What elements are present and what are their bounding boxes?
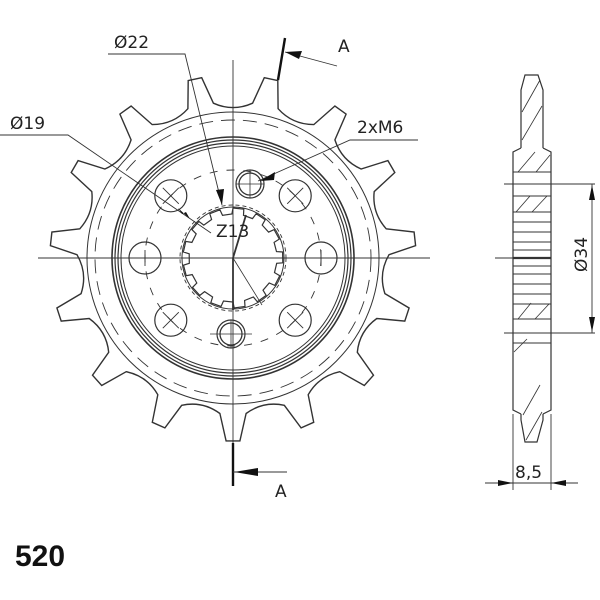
- hub-ring-2: [114, 139, 352, 377]
- spline-outer-dash: [179, 204, 287, 312]
- arrow-d19: [178, 208, 190, 219]
- side-section-view: [485, 74, 595, 490]
- section-arrow-top-head: [285, 51, 302, 59]
- m6-label: 2xM6: [357, 118, 403, 138]
- d22-label: Ø22: [114, 33, 149, 53]
- leader-d22: [108, 53, 223, 206]
- gear-outline: [49, 76, 417, 442]
- pitch-dash-circle: [94, 119, 372, 397]
- section-arrow-bottom-head: [234, 468, 258, 476]
- section-label-top: A: [338, 37, 350, 57]
- thickness-label: 8,5: [515, 463, 542, 483]
- thk-arrow-left: [498, 480, 513, 486]
- hub-ring-inner: [120, 145, 346, 371]
- section-label-bottom: A: [275, 482, 287, 502]
- hub-ring-3: [117, 142, 349, 374]
- d34-arrow-bottom: [589, 317, 595, 332]
- leader-m6: [257, 139, 418, 182]
- chain-pitch-label: 520: [15, 540, 66, 573]
- side-tooth-bottom: [520, 414, 544, 443]
- side-tooth-top: [520, 74, 544, 148]
- d34-arrow-top: [589, 185, 595, 200]
- d34-label: Ø34: [572, 237, 592, 272]
- lightening-holes: [128, 179, 338, 337]
- thk-arrow-right: [551, 480, 566, 486]
- d19-label: Ø19: [10, 114, 45, 134]
- spline-teeth-label: Z13: [216, 222, 249, 242]
- leader-d19: [0, 134, 212, 234]
- section-line-top: [276, 37, 287, 81]
- spline-bands: [513, 171, 551, 344]
- arrow-d22: [216, 189, 224, 205]
- hub-ring-outer: [111, 136, 355, 380]
- z-leader: [232, 214, 247, 259]
- spline-leader: [232, 257, 263, 306]
- m6-hole-bottom: [210, 319, 252, 349]
- root-circle: [86, 111, 380, 405]
- hatch-lines: [513, 79, 551, 441]
- m6-hole-top: [235, 169, 265, 199]
- arrow-m6: [260, 172, 275, 181]
- front-view: [0, 37, 430, 486]
- side-hub-outline: [512, 147, 552, 415]
